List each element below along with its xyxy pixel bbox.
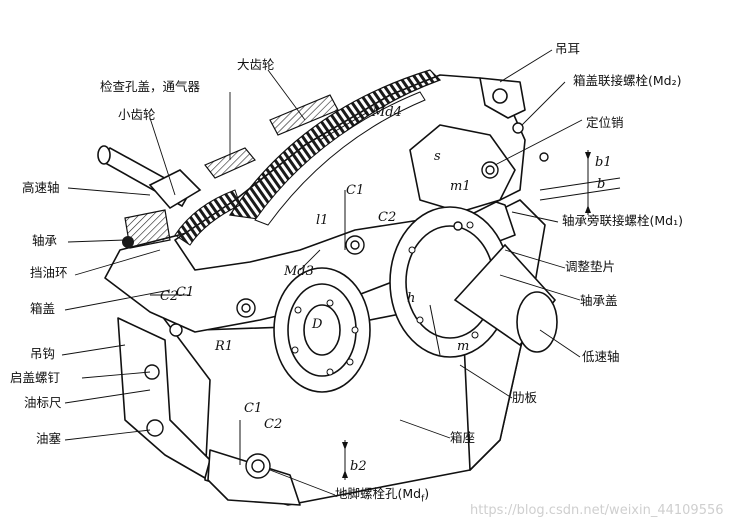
inspection-cover-section xyxy=(204,147,256,179)
big-gear-band xyxy=(254,91,426,226)
symbol-c1-top: C1 xyxy=(346,183,365,198)
label-high-speed-shaft: 高速轴 xyxy=(22,180,60,195)
label-bearing-cover: 轴承盖 xyxy=(580,293,618,308)
symbol-c2-top: C2 xyxy=(378,210,397,225)
label-inspection-cover: 检查孔盖，通气器 xyxy=(100,79,201,94)
label-foundation-bolt-hole: 地脚螺栓孔(Mdf) xyxy=(335,486,430,505)
symbol-md3: Md3 xyxy=(284,264,314,279)
label-oil-dipstick: 油标尺 xyxy=(24,395,62,410)
label-locating-pin: 定位销 xyxy=(586,115,624,130)
cover-facet xyxy=(409,124,516,213)
symbol-m1: m1 xyxy=(450,179,471,194)
symbol-c1-bottom: C1 xyxy=(244,401,263,416)
label-rib: 肋板 xyxy=(512,390,538,405)
symbol-b1: b1 xyxy=(595,155,612,170)
label-oil-retaining-ring: 挡油环 xyxy=(30,265,68,280)
symbol-m: m xyxy=(457,339,470,354)
watermark: https://blog.csdn.net/weixin_44109556 xyxy=(470,503,724,518)
label-small-gear: 小齿轮 xyxy=(118,107,156,122)
label-jack-screw: 启盖螺钉 xyxy=(10,370,61,385)
case-left-block xyxy=(117,317,211,479)
symbol-l1: l1 xyxy=(316,213,329,228)
label-cover-lid: 箱盖 xyxy=(30,301,56,316)
symbol-h: h xyxy=(407,291,416,306)
cover-wall-section xyxy=(269,94,339,136)
label-low-speed-shaft: 低速轴 xyxy=(582,349,620,364)
label-hook: 吊钩 xyxy=(30,346,56,361)
symbol-d: D xyxy=(312,317,323,332)
symbol-b: b xyxy=(597,177,606,192)
label-big-gear: 大齿轮 xyxy=(237,57,275,72)
label-bearing: 轴承 xyxy=(32,233,58,248)
small-gear xyxy=(174,189,241,246)
label-base: 箱座 xyxy=(450,430,476,445)
symbol-c2-bottom: C2 xyxy=(264,417,283,432)
symbol-s: s xyxy=(434,149,441,164)
label-lifting-lug: 吊耳 xyxy=(555,41,581,56)
label-oil-plug: 油塞 xyxy=(36,431,62,446)
symbol-b2: b2 xyxy=(350,459,367,474)
symbol-md4: Md4 xyxy=(372,105,402,120)
label-bearing-side-bolt: 轴承旁联接螺栓(Md₁) xyxy=(562,213,683,228)
symbol-c1-left: C1 xyxy=(176,285,195,300)
symbol-r1: R1 xyxy=(215,339,234,354)
label-adjusting-shim: 调整垫片 xyxy=(565,259,616,274)
label-cover-bolt: 箱盖联接螺栓(Md₂) xyxy=(573,73,682,88)
symbol-c2-left: C2 xyxy=(160,289,179,304)
